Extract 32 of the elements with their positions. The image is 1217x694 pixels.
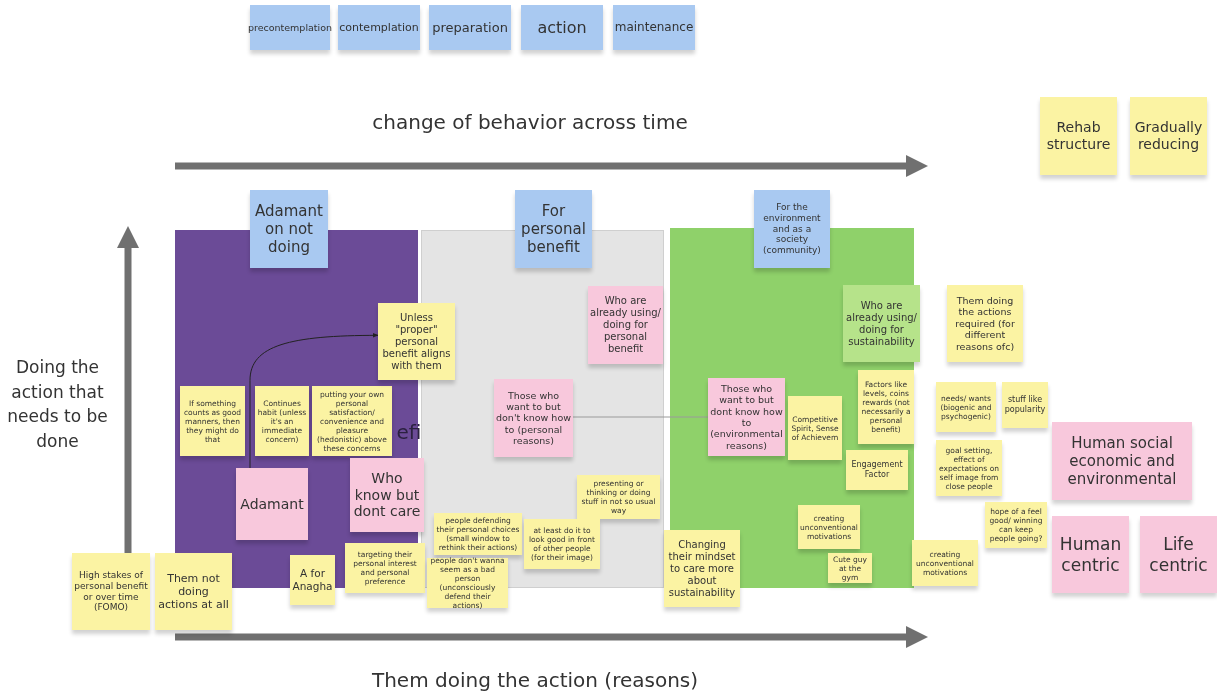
sticky-note: Who are already using/ doing for personal benefit: [588, 286, 663, 364]
connector-line: [571, 416, 709, 418]
stage-sticky-note: preparation: [429, 5, 511, 50]
axis-label: change of behavior across time: [371, 109, 689, 136]
axis-label: Them doing the action (reasons): [370, 667, 700, 694]
stage-sticky-note: action: [521, 5, 603, 50]
sticky-note: Who know but dont care: [350, 458, 424, 532]
sticky-note: Them not doing actions at all: [155, 553, 232, 630]
sticky-note: stuff like popularity: [1002, 382, 1048, 428]
sticky-note: High stakes of personal benefit or over time (FOMO): [72, 553, 150, 630]
sticky-note: Unless "proper" personal benefit aligns with them: [378, 303, 455, 380]
sticky-note: A for Anagha: [290, 555, 335, 605]
stage-sticky-note: precontemplation: [250, 5, 330, 50]
sticky-note: Adamant: [236, 468, 308, 540]
sticky-note: Engagement Factor: [846, 450, 908, 490]
sticky-note: Them doing the actions required (for different reasons ofc): [947, 285, 1023, 362]
sticky-note: Human centric: [1052, 516, 1129, 593]
sticky-note: Rehab structure: [1040, 97, 1117, 175]
stage-sticky-note: contemplation: [338, 5, 420, 50]
stage-sticky-note: maintenance: [613, 5, 695, 50]
axis-label: Doing the action that needs to be done: [6, 356, 109, 453]
sticky-note: Changing their mindset to care more about sustainability: [664, 530, 740, 607]
sticky-note: Those who want to but dont know how to (environmental reasons): [708, 378, 785, 456]
sticky-note: Gradually reducing: [1130, 97, 1207, 175]
sticky-note: Those who want to but don't know how to (personal reasons): [494, 379, 573, 457]
sticky-note: Who are already using/ doing for sustainability: [843, 285, 920, 362]
stage-sticky-note: For the environment and as a society (community): [754, 190, 830, 268]
stage-sticky-note: Adamant on not doing: [250, 190, 328, 268]
arrow: [249, 333, 379, 469]
sticky-note: Life centric: [1140, 516, 1217, 593]
sticky-note: Human social economic and environmental: [1052, 422, 1192, 500]
stage-sticky-note: For personal benefit: [515, 190, 592, 268]
